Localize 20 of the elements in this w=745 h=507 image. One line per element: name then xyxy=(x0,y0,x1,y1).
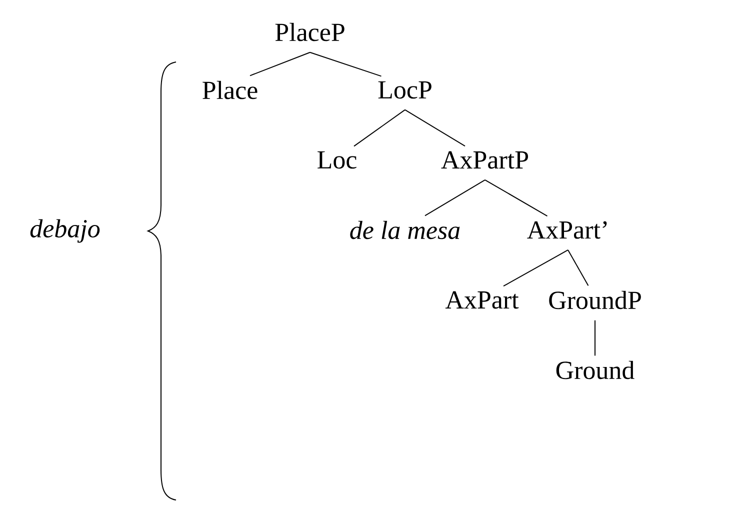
tree-node-label: AxPart xyxy=(445,291,519,309)
branch-line xyxy=(568,249,589,286)
branch-line xyxy=(503,249,568,287)
branch-line xyxy=(250,52,310,76)
branch-line xyxy=(404,109,466,147)
branch-line xyxy=(354,109,406,147)
tree-node-label: AxPartP xyxy=(441,151,528,169)
branch-line xyxy=(594,320,596,356)
branch-line xyxy=(310,52,382,77)
tree-node-label: AxPart’ xyxy=(527,221,607,239)
tree-node-label: GroundP xyxy=(549,290,641,310)
tree-node-label: PlaceP xyxy=(275,22,344,42)
tree-node-label: Place xyxy=(202,80,258,100)
tree-node-label: de la mesa xyxy=(350,220,460,240)
tree-node-label: LocP xyxy=(378,81,432,99)
branch-line xyxy=(424,179,486,216)
branch-line xyxy=(484,179,548,217)
tree-node-label: Ground xyxy=(556,360,634,380)
tree-node-label: Loc xyxy=(318,151,356,169)
side-label: debajo xyxy=(30,219,100,243)
